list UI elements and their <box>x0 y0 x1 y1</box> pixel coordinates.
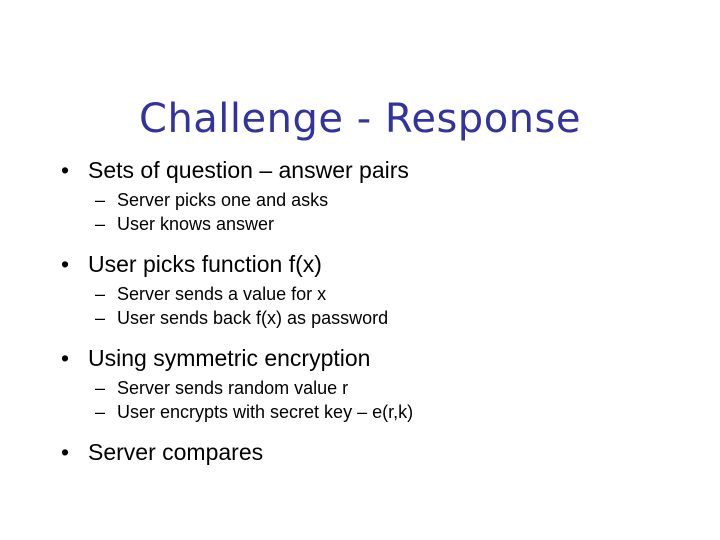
bullet-level1-text: Sets of question – answer pairs <box>88 157 409 183</box>
bullet-level2-text: User knows answer <box>117 214 275 234</box>
sub-bullet-list: – Server sends random value r – User enc… <box>0 376 720 424</box>
bullet-group-4: • Server compares <box>0 437 720 467</box>
bullet-dash-icon: – <box>95 402 106 422</box>
bullet-dash-icon: – <box>95 378 106 398</box>
bullet-level1-text: Using symmetric encryption <box>88 345 371 371</box>
sub-bullet-list: – Server sends a value for x – User send… <box>0 282 720 330</box>
bullet-level2: – Server picks one and asks <box>0 188 720 212</box>
slide-title: Challenge - Response <box>139 95 581 142</box>
bullet-level1-text: User picks function f(x) <box>88 251 322 277</box>
bullet-level2-text: Server sends random value r <box>117 378 349 398</box>
bullet-level2: – User sends back f(x) as password <box>0 306 720 330</box>
bullet-group-3: • Using symmetric encryption – Server se… <box>0 343 720 424</box>
bullet-group-1: • Sets of question – answer pairs – Serv… <box>0 155 720 236</box>
group-spacer <box>0 236 720 249</box>
bullet-group-2: • User picks function f(x) – Server send… <box>0 249 720 330</box>
bullet-level1: • Sets of question – answer pairs <box>0 155 720 185</box>
bullet-level1: • Using symmetric encryption <box>0 343 720 373</box>
group-spacer <box>0 424 720 437</box>
bullet-level1: • User picks function f(x) <box>0 249 720 279</box>
bullet-level2-text: User sends back f(x) as password <box>117 308 389 328</box>
slide-body: • Sets of question – answer pairs – Serv… <box>0 155 720 467</box>
bullet-level1-text: Server compares <box>88 439 264 465</box>
bullet-level1: • Server compares <box>0 437 720 467</box>
bullet-level2-text: Server sends a value for x <box>117 284 327 304</box>
bullet-dash-icon: – <box>95 190 106 210</box>
bullet-level2: – Server sends a value for x <box>0 282 720 306</box>
bullet-dash-icon: – <box>95 284 106 304</box>
bullet-level2-text: Server picks one and asks <box>117 190 329 210</box>
bullet-dash-icon: – <box>95 308 106 328</box>
bullet-level2: – Server sends random value r <box>0 376 720 400</box>
group-spacer <box>0 330 720 343</box>
bullet-dot-icon: • <box>61 157 70 183</box>
bullet-level2: – User encrypts with secret key – e(r,k) <box>0 400 720 424</box>
bullet-dot-icon: • <box>61 439 70 465</box>
bullet-level2-text: User encrypts with secret key – e(r,k) <box>117 402 414 422</box>
bullet-dot-icon: • <box>61 345 70 371</box>
sub-bullet-list: – Server picks one and asks – User knows… <box>0 188 720 236</box>
bullet-dash-icon: – <box>95 214 106 234</box>
bullet-dot-icon: • <box>61 251 70 277</box>
bullet-level2: – User knows answer <box>0 212 720 236</box>
